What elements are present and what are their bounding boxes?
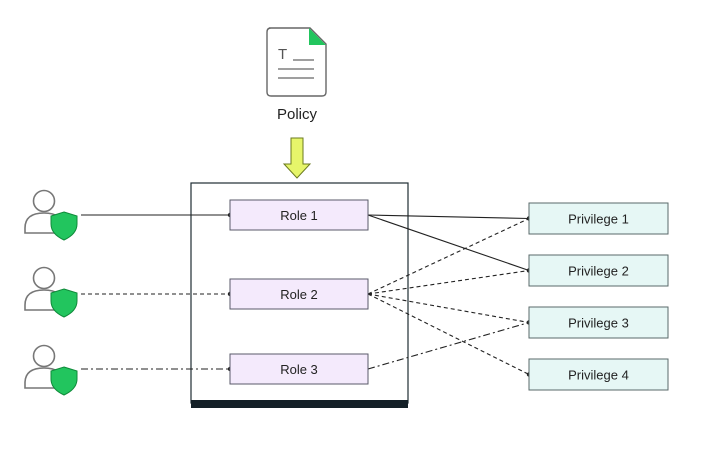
role-privilege-link	[367, 293, 530, 375]
privilege-label: Privilege 3	[568, 316, 629, 331]
role-privilege-link	[367, 214, 530, 220]
user-shield-icon	[24, 344, 78, 396]
role-privilege-link	[367, 293, 530, 324]
role-3-box: Role 3	[229, 353, 369, 385]
privilege-label: Privilege 1	[568, 212, 629, 227]
role-label: Role 1	[280, 208, 318, 223]
role-privilege-link	[367, 269, 530, 295]
privilege-label: Privilege 4	[568, 368, 629, 383]
privilege-1-box: Privilege 1	[528, 202, 669, 235]
privilege-2-box: Privilege 2	[528, 254, 669, 287]
role-label: Role 2	[280, 287, 318, 302]
role-privilege-link	[367, 218, 530, 295]
role-1-box: Role 1	[229, 199, 369, 231]
role-privilege-link	[367, 321, 530, 370]
policy-document-icon: T	[266, 27, 327, 97]
policy-label: Policy	[277, 106, 318, 123]
privilege-label: Privilege 2	[568, 264, 629, 279]
policy-doc-glyph: T	[278, 46, 287, 63]
user-shield-icon	[24, 189, 78, 241]
privilege-3-box: Privilege 3	[528, 306, 669, 339]
roles-container-base	[191, 400, 408, 408]
user-shield-icon	[24, 266, 78, 318]
privilege-4-box: Privilege 4	[528, 358, 669, 391]
role-2-box: Role 2	[229, 278, 369, 310]
policy-arrow	[282, 137, 312, 179]
role-privilege-link	[367, 214, 530, 272]
role-label: Role 3	[280, 362, 318, 377]
